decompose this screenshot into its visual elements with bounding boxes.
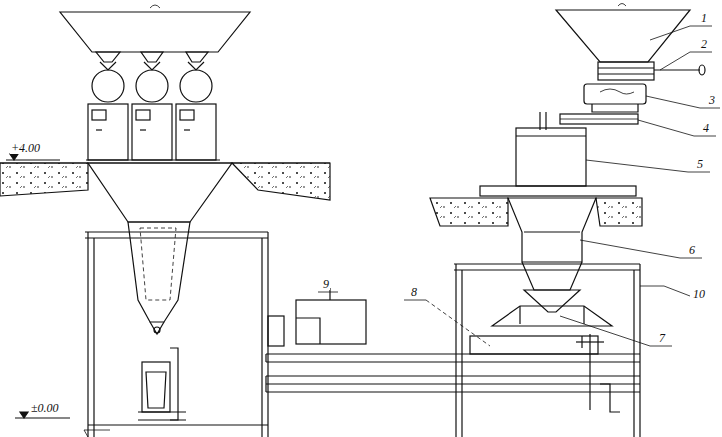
level-mark: +4.00: [10, 142, 41, 154]
callout-number: 9: [322, 278, 330, 290]
callout-number: 7: [658, 332, 666, 344]
callout-number: 2: [700, 38, 708, 50]
callout-number: 6: [688, 244, 696, 256]
callout-number: 5: [696, 158, 704, 170]
callout-number: 10: [692, 288, 706, 300]
callout-number: 8: [410, 286, 418, 298]
callout-number: 4: [702, 122, 710, 134]
callout-number: 3: [708, 94, 716, 106]
callout-number: 1: [700, 12, 708, 24]
level-mark: ±0.00: [30, 402, 60, 414]
